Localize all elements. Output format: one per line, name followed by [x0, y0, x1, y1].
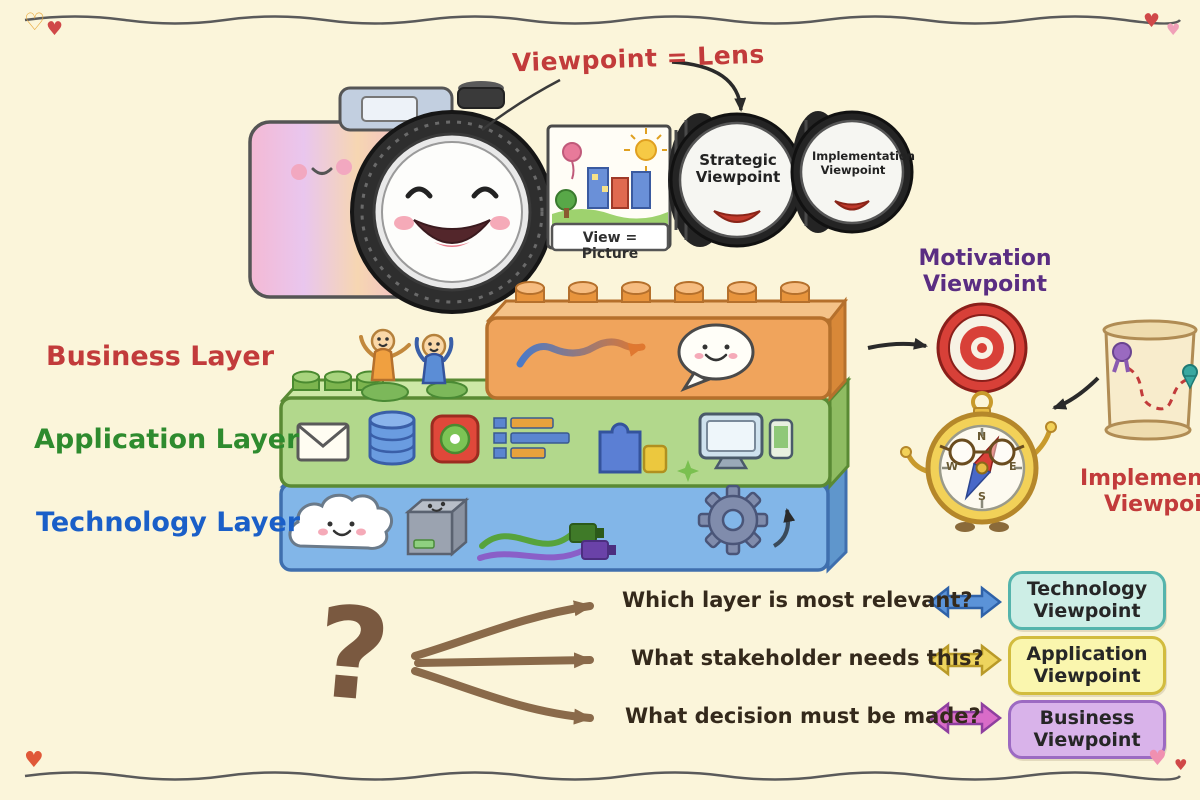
caption-pointer-line	[481, 78, 561, 131]
scroll-to-compass-arrow	[1052, 376, 1100, 410]
stack-to-target-arrow	[867, 337, 928, 350]
application-viewpoint-box: Application Viewpoint	[1008, 636, 1166, 695]
heart-icon: ♥	[1166, 20, 1181, 39]
compass-character-icon	[900, 411, 1057, 532]
technology-layer-label: Technology Layer	[36, 507, 301, 538]
double-arrow-application-icon	[927, 643, 1003, 677]
speech-bubble-icon	[677, 323, 755, 393]
compass-south-label: S	[978, 490, 986, 503]
scroll-map-icon	[1102, 319, 1198, 441]
double-arrow-technology-icon	[927, 585, 1003, 619]
heart-icon: ♥	[1148, 746, 1167, 770]
question-mark: ?	[309, 578, 396, 731]
top-squiggle-line	[24, 15, 1182, 25]
caption-curved-arrow	[671, 60, 747, 112]
refresh-arrow-icon	[772, 508, 796, 548]
heart-icon: ♥	[1143, 10, 1161, 32]
implementation-lens-label: Implementation Viewpoint	[812, 149, 915, 177]
puzzle-icon	[598, 422, 668, 474]
branch-arrows-icon	[411, 600, 594, 725]
heart-icon: ♥	[24, 748, 44, 773]
application-layer-label: Application Layer	[34, 424, 300, 455]
question-text-relevant-layer: Which layer is most relevant?	[622, 588, 973, 612]
sparkle-icon	[677, 460, 699, 482]
view-picture-illustration	[546, 124, 672, 252]
implementation-viewpoint-label: Implementation Viewpoint	[1080, 466, 1200, 518]
heart-icon: ♡	[24, 8, 46, 36]
heart-icon: ♥	[46, 18, 64, 40]
technology-viewpoint-box: Technology Viewpoint	[1008, 571, 1166, 630]
view-picture-caption: View = Picture	[581, 230, 639, 262]
network-cables-icon	[477, 523, 616, 561]
compass-north-label: N	[977, 430, 987, 443]
cloud-icon	[288, 493, 394, 550]
process-arrow-icon	[516, 338, 646, 368]
app-icon	[430, 414, 480, 464]
heart-icon: ♥	[1174, 756, 1188, 774]
question-text-decision: What decision must be made?	[625, 704, 981, 728]
bar-list-icon	[493, 417, 570, 459]
envelope-icon	[296, 422, 350, 462]
orange-studs	[515, 281, 810, 303]
question-text-stakeholder: What stakeholder needs this?	[631, 646, 984, 670]
strategic-lens-label: Strategic Viewpoint	[695, 151, 781, 187]
glasses-icon	[939, 438, 1025, 466]
server-box-icon	[404, 497, 470, 557]
business-viewpoint-box: Business Viewpoint	[1008, 700, 1166, 759]
business-layer-label: Business Layer	[46, 341, 275, 372]
implementation-lens-illustration	[790, 110, 914, 234]
gear-icon	[697, 484, 769, 556]
double-arrow-business-icon	[927, 701, 1003, 735]
motivation-viewpoint-label: Motivation Viewpoint	[918, 246, 1052, 298]
bottom-squiggle-line	[24, 771, 1182, 781]
camera-illustration	[248, 81, 554, 314]
target-icon	[936, 302, 1028, 394]
compass-east-label: E	[1009, 460, 1017, 473]
monitor-icon	[698, 412, 764, 470]
database-icon	[368, 410, 416, 466]
people-icon	[359, 328, 468, 402]
phone-icon	[768, 418, 794, 460]
compass-west-label: W	[946, 460, 959, 473]
